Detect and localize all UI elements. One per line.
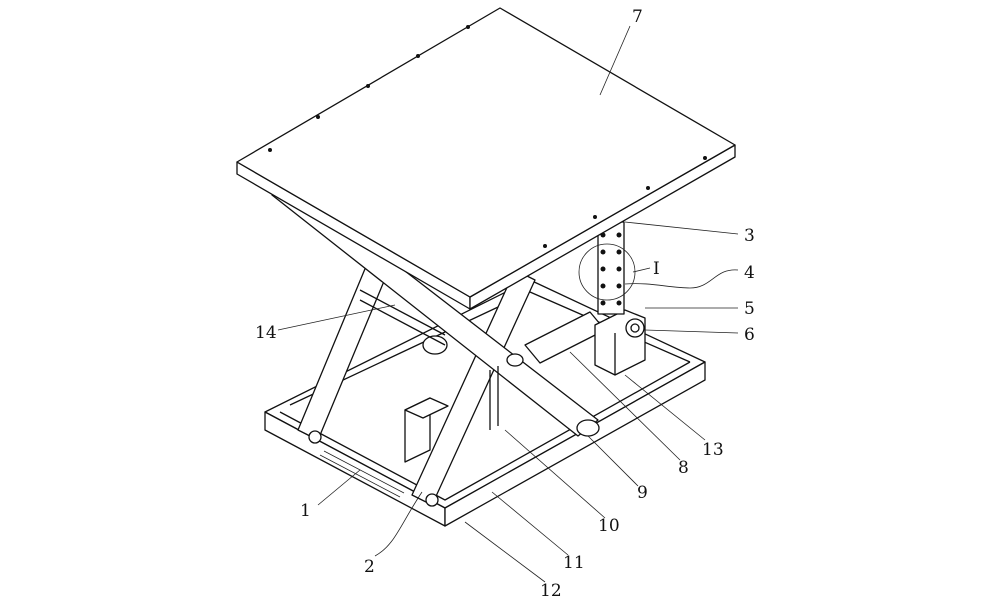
drive-unit	[578, 221, 646, 376]
scissor-arms	[271, 189, 600, 507]
label-6: 6	[744, 325, 755, 345]
top-platform	[236, 7, 736, 310]
label-10: 10	[598, 516, 620, 536]
label-4: 4	[744, 263, 755, 283]
label-11: 11	[563, 553, 585, 573]
label-2: 2	[364, 557, 375, 577]
label-8: 8	[678, 458, 689, 478]
label-detail-I: I	[653, 259, 660, 279]
label-9: 9	[637, 483, 648, 503]
motor-box	[404, 397, 449, 463]
label-14: 14	[255, 323, 277, 343]
part-labels: 7 3 I 4 5 6 14 13 8 9 10 11 12 1 2	[255, 7, 755, 600]
label-12: 12	[540, 581, 562, 600]
label-3: 3	[744, 226, 755, 246]
label-13: 13	[702, 440, 724, 460]
leader-lines	[277, 25, 739, 583]
label-1: 1	[300, 501, 311, 521]
label-7: 7	[632, 7, 643, 27]
label-5: 5	[744, 299, 755, 319]
detail-circle	[578, 243, 636, 301]
